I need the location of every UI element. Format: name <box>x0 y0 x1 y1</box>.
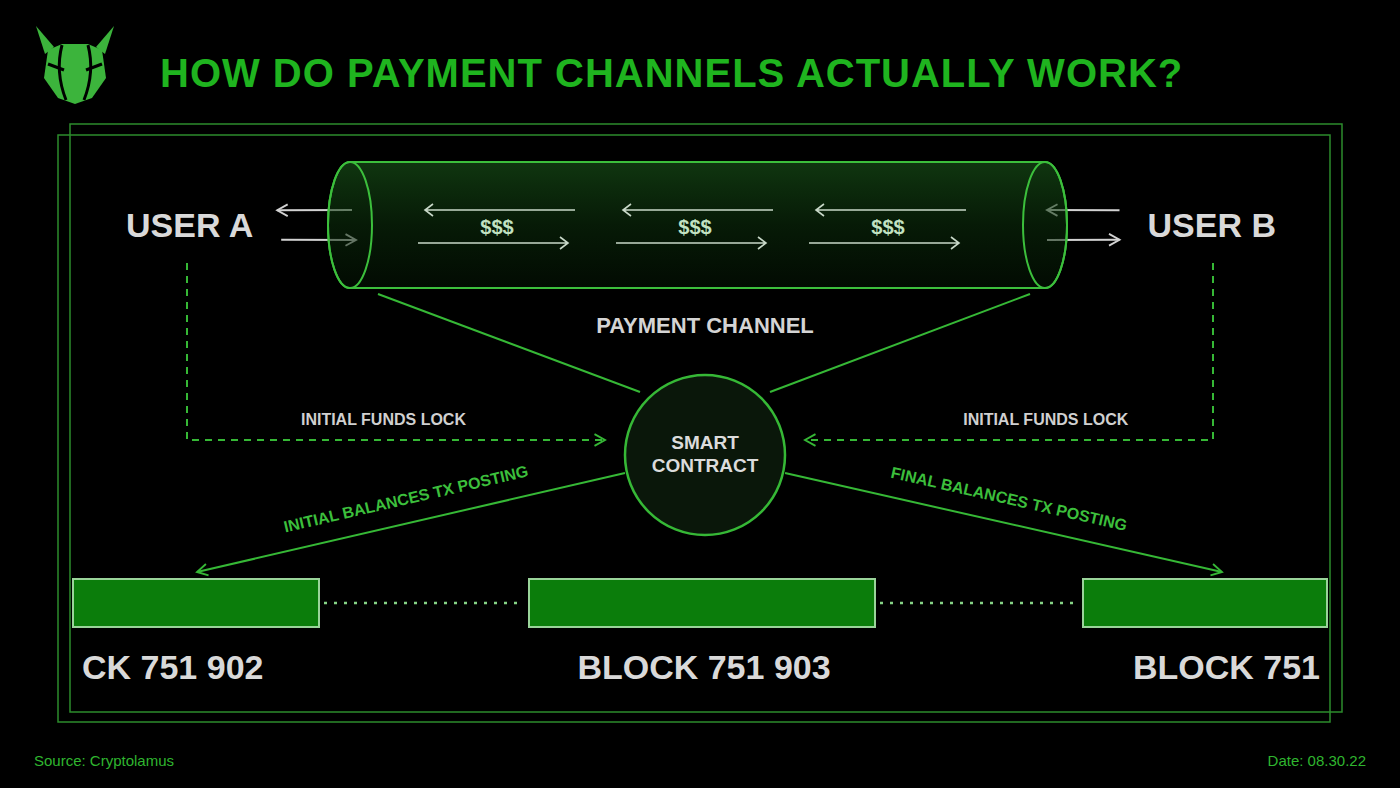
frame-outline <box>70 124 1342 712</box>
cylinder-end <box>1023 162 1067 288</box>
logo-line <box>59 45 66 100</box>
flow-arrow <box>809 237 959 249</box>
smart-contract-circle: SMART CONTRACT <box>623 373 787 537</box>
user-text: USER B <box>1148 205 1276 246</box>
connector <box>805 263 1213 440</box>
circle-outline <box>625 375 785 535</box>
logo-head <box>44 44 106 104</box>
cylinder-end <box>328 162 372 288</box>
block-box: BLOCK 751 <box>1082 578 1328 628</box>
user-label: USER A <box>120 193 259 257</box>
cylinder-body <box>328 162 1067 288</box>
edge-label: INITIAL BALANCES TX POSTING <box>279 461 533 537</box>
block-box: BLOCK 751 903 <box>528 578 876 628</box>
block-box: CK 751 902 <box>72 578 320 628</box>
logo-line <box>48 64 64 70</box>
contract-label: SMART CONTRACT <box>643 432 767 478</box>
frame-outline <box>58 135 1330 722</box>
block-label: BLOCK 751 903 <box>577 647 830 688</box>
connector <box>187 263 605 440</box>
source-note: Source: Cryptolamus <box>34 752 174 769</box>
block-label: BLOCK 751 <box>1133 647 1320 688</box>
edge-label: FINAL BALANCES TX POSTING <box>886 462 1132 535</box>
payment-channel: $$$$$$$$$PAYMENT CHANNEL <box>328 160 1067 290</box>
connector <box>324 602 524 605</box>
block-label: CK 751 902 <box>82 647 263 688</box>
diagram-title: HOW DO PAYMENT CHANNELS ACTUALLY WORK? <box>160 51 1183 96</box>
flow-arrow <box>616 237 766 249</box>
connector <box>770 294 1030 392</box>
edge-label: INITIAL FUNDS LOCK <box>298 410 469 429</box>
logo-icon <box>36 26 114 104</box>
channel-label: PAYMENT CHANNEL <box>596 313 814 339</box>
flow-arrow <box>425 204 575 216</box>
edge-label: INITIAL FUNDS LOCK <box>960 410 1131 429</box>
logo-line <box>86 64 102 70</box>
flow-arrow <box>623 204 773 216</box>
flow-arrow <box>418 237 568 249</box>
connector <box>880 602 1078 605</box>
user-text: USER A <box>126 205 253 246</box>
channel-amount: $$$ <box>480 215 513 239</box>
user-label: USER B <box>1142 193 1282 257</box>
flow-arrow <box>816 204 966 216</box>
connector <box>378 294 640 392</box>
channel-amount: $$$ <box>678 215 711 239</box>
channel-amount: $$$ <box>871 215 904 239</box>
logo-line <box>84 45 91 100</box>
date-note: Date: 08.30.22 <box>1268 752 1366 769</box>
